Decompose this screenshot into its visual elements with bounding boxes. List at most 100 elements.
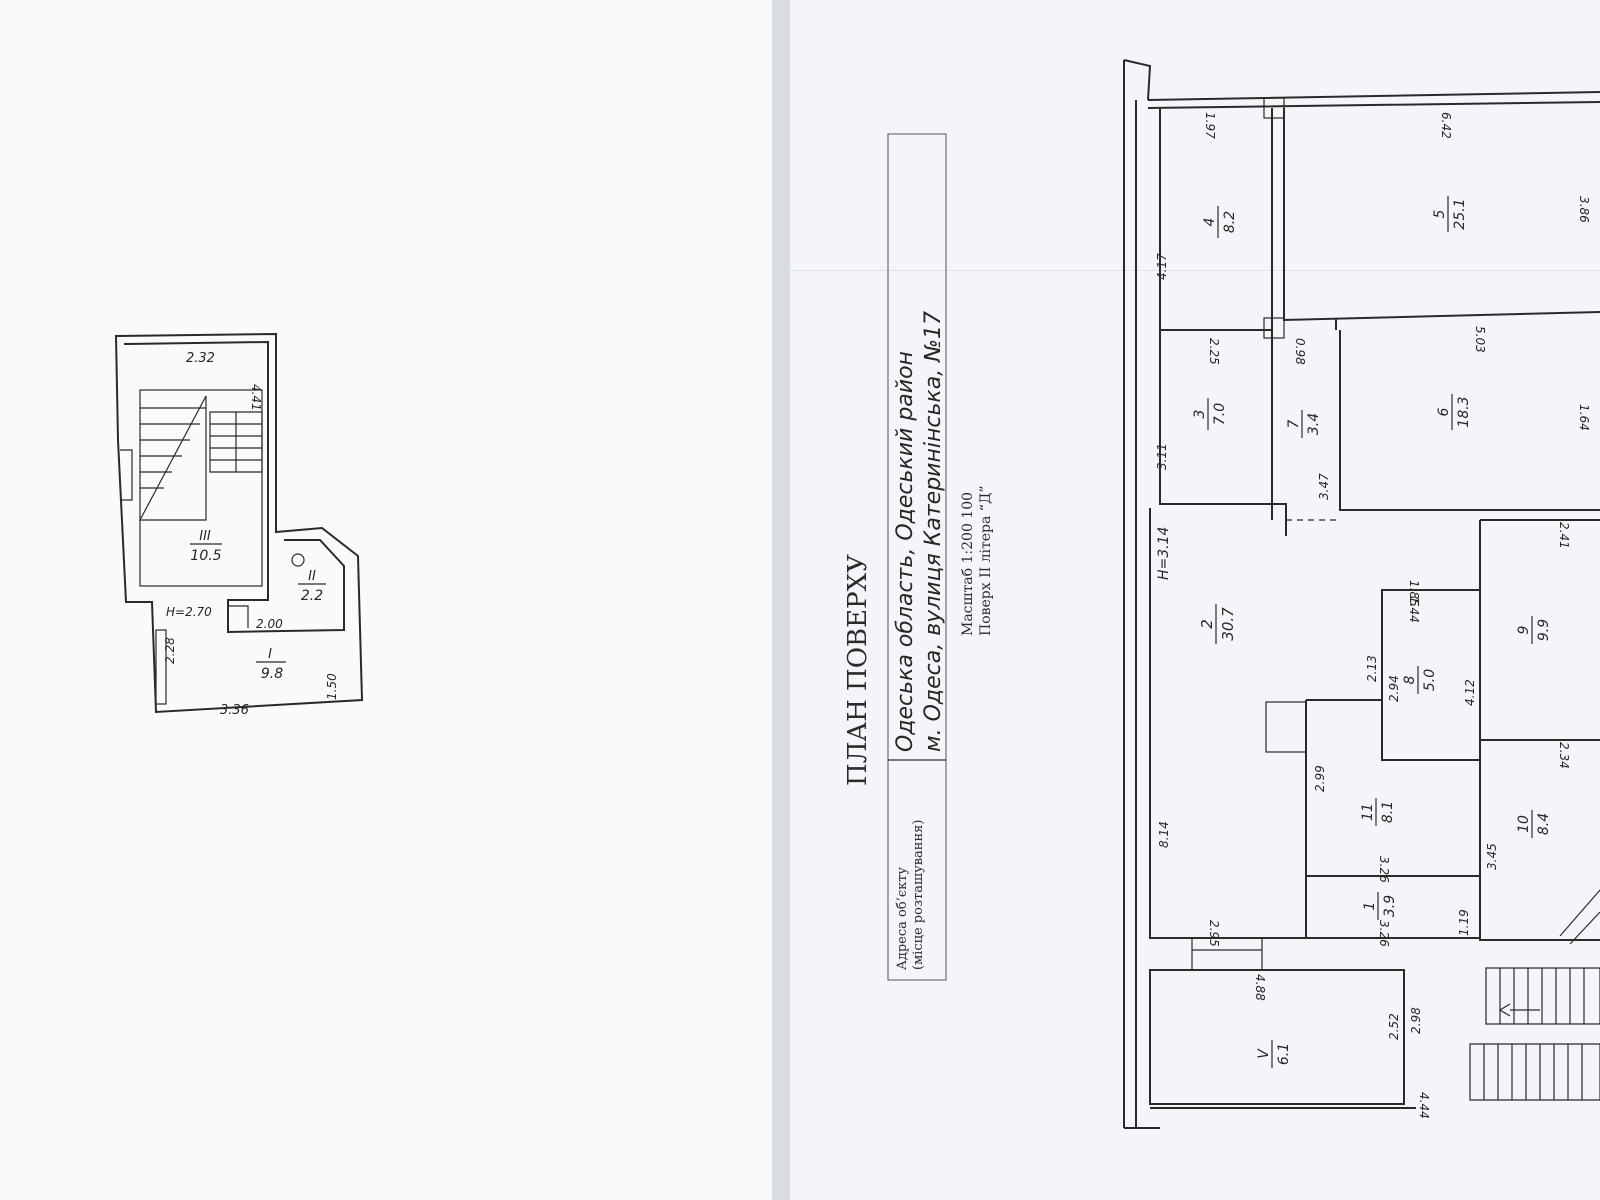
room-3-number: 3 <box>1192 410 1208 419</box>
room-10-label: 10 8.4 <box>1516 810 1552 838</box>
address-value: Одеська область, Одеський район м. Одеса… <box>893 311 946 752</box>
room-6-number: 6 <box>1436 407 1452 416</box>
address-line1: Одеська область, Одеський район <box>893 351 918 752</box>
dim-3-26-a: 3.26 <box>1377 856 1391 883</box>
stair-symbol <box>139 395 207 521</box>
room-8-label: 8 5.0 <box>1402 666 1438 694</box>
main-outline <box>1147 91 1600 536</box>
column-1 <box>1263 97 1285 119</box>
main-height: H=3.14 <box>1156 527 1172 580</box>
dim-2-25: 2.25 <box>1207 338 1221 365</box>
dim-3-47: 3.47 <box>1317 473 1331 500</box>
room-4-label: 4 8.2 <box>1202 206 1238 238</box>
room-v-outline <box>1149 969 1416 1109</box>
room-1-area: 3.9 <box>1382 895 1398 917</box>
room-2-area: 30.7 <box>1219 607 1237 641</box>
dim-0-98: 0.98 <box>1293 338 1307 365</box>
dim-4-17: 4.17 <box>1155 253 1169 280</box>
dim-4-88: 4.88 <box>1253 974 1267 1001</box>
room-9-area: 9.9 <box>1536 619 1552 641</box>
facade-wall <box>1123 59 1160 1129</box>
dim-4-12: 4.12 <box>1463 679 1477 706</box>
right-page <box>790 0 1600 1200</box>
dim-2-00: 2.00 <box>256 617 283 631</box>
stair-flight <box>209 411 263 473</box>
dim-3-86: 3.86 <box>1577 196 1591 223</box>
dim-6-42: 6.42 <box>1439 112 1453 139</box>
room-v-number: V <box>1256 1048 1272 1059</box>
dim-3-26-b: 3.26 <box>1377 920 1391 947</box>
dim-1-19: 1.19 <box>1457 909 1471 936</box>
room-10-area: 8.4 <box>1536 813 1552 835</box>
room-8-area: 5.0 <box>1422 669 1438 691</box>
room-iii-area: 10.5 <box>190 548 221 564</box>
left-floor-plan: 2.32 4.41 2.00 2.28 1.50 3.36 H=2.70 III… <box>114 332 364 718</box>
room-4-area: 8.2 <box>1222 211 1238 233</box>
page-gutter <box>772 0 790 1200</box>
room-2-number: 2 <box>1198 619 1216 629</box>
dimension-labels: 1.97 6.42 4.17 3.86 2.25 0.98 5.03 3.11 … <box>1155 112 1591 1119</box>
room-iii-number: III <box>199 529 211 544</box>
room-1-label: 1 3.9 <box>1362 892 1398 920</box>
dim-1-97: 1.97 <box>1203 112 1217 139</box>
shaft <box>1265 701 1307 753</box>
dim-2-41: 2.41 <box>1557 522 1571 549</box>
room-1-number: 1 <box>1362 902 1378 911</box>
floor-text: Поверх II літера “Д” <box>978 486 994 636</box>
window-left <box>155 629 167 705</box>
dim-2-32: 2.32 <box>186 351 215 366</box>
stair-arrow <box>1498 1003 1540 1017</box>
room-labels: 4 8.2 5 25.1 3 7.0 7 3.4 6 18.3 2 30.7 <box>1192 196 1552 1068</box>
address-label-line2: (місце розташування) <box>911 820 926 970</box>
address-box <box>887 133 947 981</box>
dim-4-44: 4.44 <box>1417 1092 1431 1119</box>
dim-2-99: 2.99 <box>1313 765 1327 792</box>
dim-3-45: 3.45 <box>1485 843 1499 870</box>
room-3-area: 7.0 <box>1212 403 1228 425</box>
entry-window <box>1191 937 1263 971</box>
room-5-label: 5 25.1 <box>1432 196 1468 232</box>
room-5-number: 5 <box>1432 209 1448 218</box>
room-v-label: V 6.1 <box>1256 1040 1292 1068</box>
room-11-area: 8.1 <box>1380 801 1396 823</box>
dim-1-64: 1.64 <box>1577 404 1591 431</box>
stair-landing <box>1559 889 1600 945</box>
address-label: Адреса об’єкту (місце розташування) <box>895 820 926 970</box>
wc-partition <box>227 605 249 632</box>
dim-2-94: 2.94 <box>1387 675 1401 702</box>
room-2-label: 2 30.7 <box>1198 604 1237 644</box>
address-label-line1: Адреса об’єкту <box>895 867 910 970</box>
dim-2-34: 2.34 <box>1557 742 1571 769</box>
room-9-number: 9 <box>1516 625 1532 634</box>
dim-1-50: 1.50 <box>325 673 339 700</box>
scale-block: Масштаб 1:200 100 Поверх II літера “Д” <box>960 486 994 636</box>
room-6-area: 18.3 <box>1456 396 1472 427</box>
room-ii-area: 2.2 <box>301 588 323 604</box>
room-7-label: 7 3.4 <box>1286 410 1322 438</box>
dim-3-36: 3.36 <box>220 703 249 718</box>
room-4-number: 4 <box>1202 218 1218 227</box>
wc-fixture <box>291 553 305 567</box>
column-2 <box>1263 317 1285 339</box>
dim-2-95: 2.95 <box>1207 920 1221 947</box>
dim-2-28: 2.28 <box>163 637 177 664</box>
dim-2-52: 2.52 <box>1387 1013 1401 1040</box>
staircase <box>1469 967 1600 1101</box>
room-10-number: 10 <box>1516 815 1532 833</box>
left-page <box>0 0 772 1200</box>
dim-1-85: 1.85 <box>1407 580 1421 607</box>
room-9-label: 9 9.9 <box>1516 616 1552 644</box>
room-7-number: 7 <box>1286 419 1302 428</box>
dim-8-14: 8.14 <box>1157 821 1171 848</box>
room-5-area: 25.1 <box>1452 198 1468 229</box>
room-6-label: 6 18.3 <box>1436 394 1472 430</box>
room-3-label: 3 7.0 <box>1192 398 1228 430</box>
scale-text: Масштаб 1:200 100 <box>960 492 976 636</box>
room-ii-number: II <box>308 569 316 584</box>
address-line2: м. Одеса, вулиця Катеринінська, №17 <box>921 311 946 752</box>
dim-5-03: 5.03 <box>1473 326 1487 353</box>
dim-2-13: 2.13 <box>1365 655 1379 682</box>
annex-outline <box>114 332 364 714</box>
room-8-number: 8 <box>1402 675 1418 684</box>
